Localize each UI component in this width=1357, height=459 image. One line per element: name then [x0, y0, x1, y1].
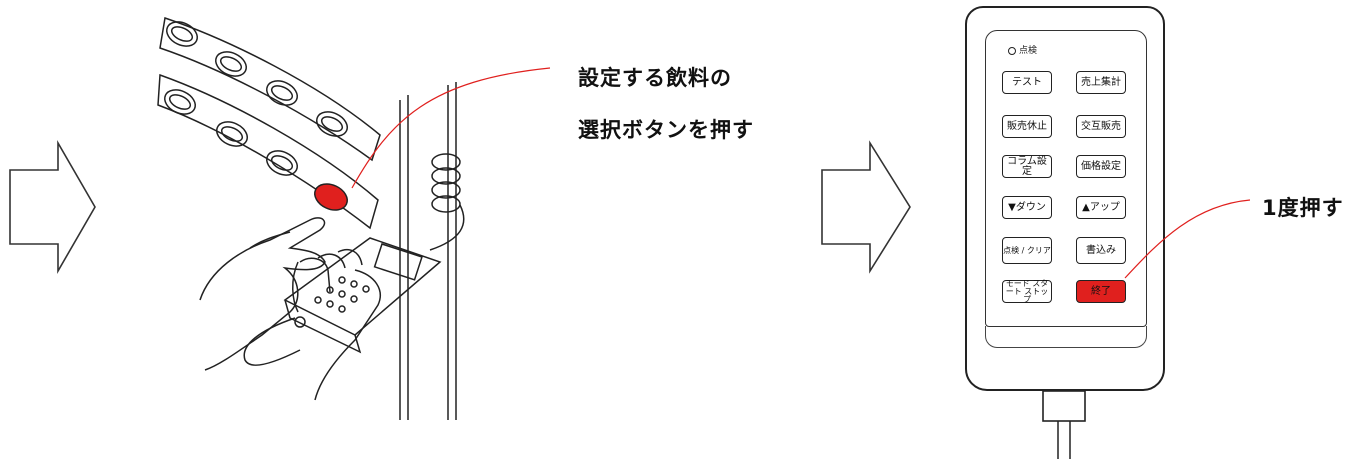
inspection-indicator: 点検 — [1008, 43, 1037, 56]
remote-keypad-panel: 点検 テスト 売上集計 販売休止 交互販売 コラム設定 価格設定 ▼ダウン ▲ア… — [985, 30, 1147, 327]
instruction-press-button: 選択ボタンを押す — [578, 118, 754, 142]
sales-pause-key[interactable]: 販売休止 — [1002, 115, 1052, 138]
test-key[interactable]: テスト — [1002, 71, 1052, 94]
inspect-clear-key[interactable]: 点検 / クリア — [1002, 237, 1052, 264]
down-key[interactable]: ▼ダウン — [1002, 196, 1052, 219]
remote-bottom-lip — [985, 326, 1147, 348]
up-key[interactable]: ▲アップ — [1076, 196, 1126, 219]
alternate-sales-key[interactable]: 交互販売 — [1076, 115, 1126, 138]
end-key[interactable]: 終了 — [1076, 280, 1126, 303]
sales-total-key[interactable]: 売上集計 — [1076, 71, 1126, 94]
remote-controller: 点検 テスト 売上集計 販売休止 交互販売 コラム設定 価格設定 ▼ダウン ▲ア… — [965, 6, 1165, 391]
selected-drink-button — [314, 183, 348, 211]
mode-start-stop-key[interactable]: モード スタート ストップ — [1002, 279, 1052, 303]
price-setting-key[interactable]: 価格設定 — [1076, 155, 1126, 178]
instruction-select-drink: 設定する飲料の — [578, 66, 732, 90]
write-key[interactable]: 書込み — [1076, 237, 1126, 264]
instruction-press-once: 1度押す — [1262, 196, 1344, 220]
column-setting-key[interactable]: コラム設定 — [1002, 155, 1052, 178]
indicator-lamp-icon — [1008, 46, 1016, 55]
